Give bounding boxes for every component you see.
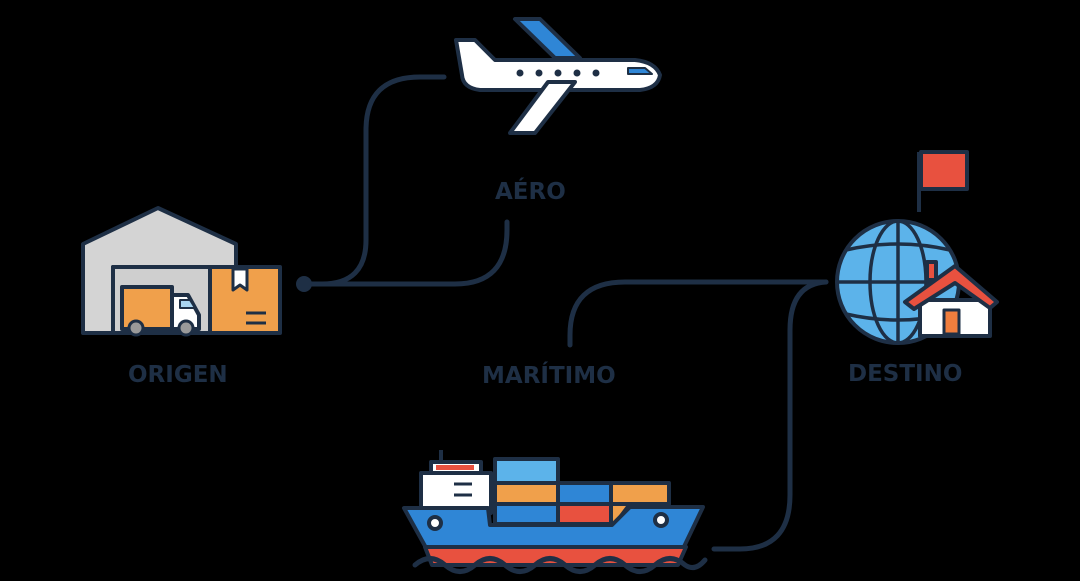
sea-label: MARÍTIMO (482, 363, 616, 389)
globe-house-flag-icon (835, 150, 999, 345)
origin-connector-dot (296, 276, 312, 292)
warehouse-truck-box-icon (81, 206, 282, 337)
airplane-icon (454, 17, 662, 135)
destination-label: DESTINO (848, 361, 963, 387)
line-maritimo-to-destination (567, 279, 829, 348)
line-origin-to-air (301, 74, 447, 287)
cargo-ship-icon (402, 450, 708, 574)
connector-lines (301, 74, 829, 552)
air-label: AÉRO (495, 179, 566, 205)
line-ship-to-destination (711, 279, 829, 552)
line-origin-to-aero-label (301, 219, 510, 287)
origin-label: ORIGEN (128, 362, 228, 388)
